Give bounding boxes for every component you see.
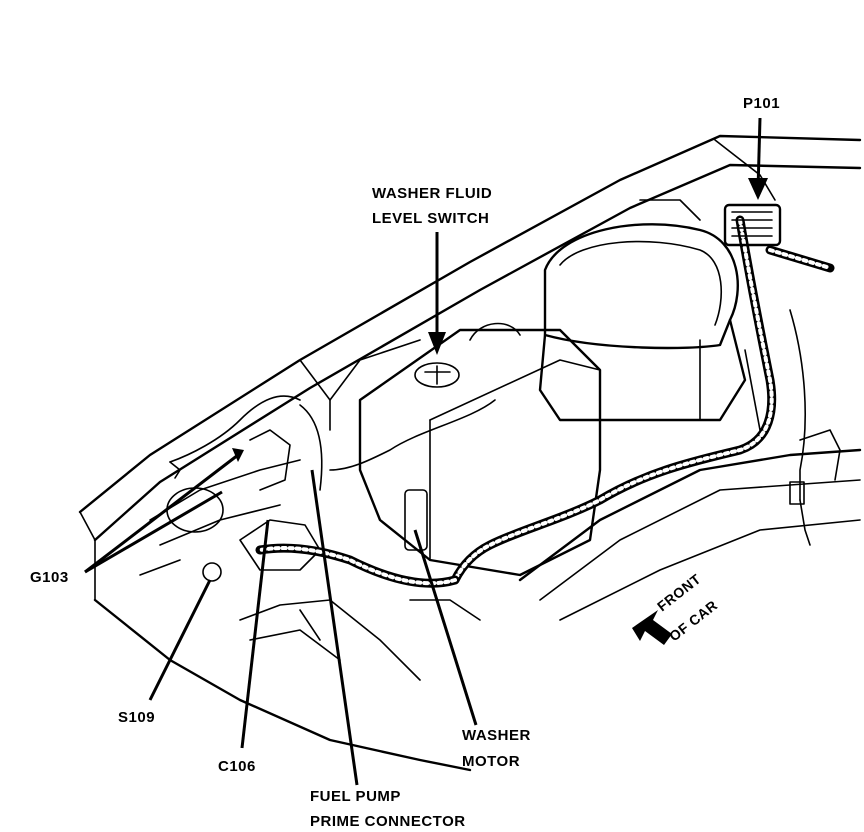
splash-shield — [239, 599, 481, 681]
radiator-support — [139, 429, 321, 582]
washer-reservoir — [358, 322, 602, 577]
air-cleaner-housing — [538, 223, 761, 431]
p101-connector — [723, 203, 782, 247]
label-washer-fluid-line2: LEVEL SWITCH — [372, 210, 489, 227]
label-fuel-pump-line2: PRIME CONNECTOR — [310, 813, 466, 830]
wiring-harness — [255, 215, 835, 588]
label-c106: C106 — [218, 758, 256, 775]
thin-wires — [169, 309, 811, 546]
label-fuel-pump-line1: FUEL PUMP — [310, 788, 401, 805]
label-washer-motor-line2: MOTOR — [462, 753, 520, 770]
label-g103: G103 — [30, 569, 69, 586]
label-washer-fluid-line1: WASHER FLUID — [372, 185, 492, 202]
fender-outline — [78, 134, 862, 772]
label-s109: S109 — [118, 709, 155, 726]
front-of-car-arrow — [632, 610, 672, 645]
label-p101: P101 — [743, 95, 780, 112]
leader-lines — [84, 117, 768, 786]
label-washer-motor-line1: WASHER — [462, 727, 531, 744]
